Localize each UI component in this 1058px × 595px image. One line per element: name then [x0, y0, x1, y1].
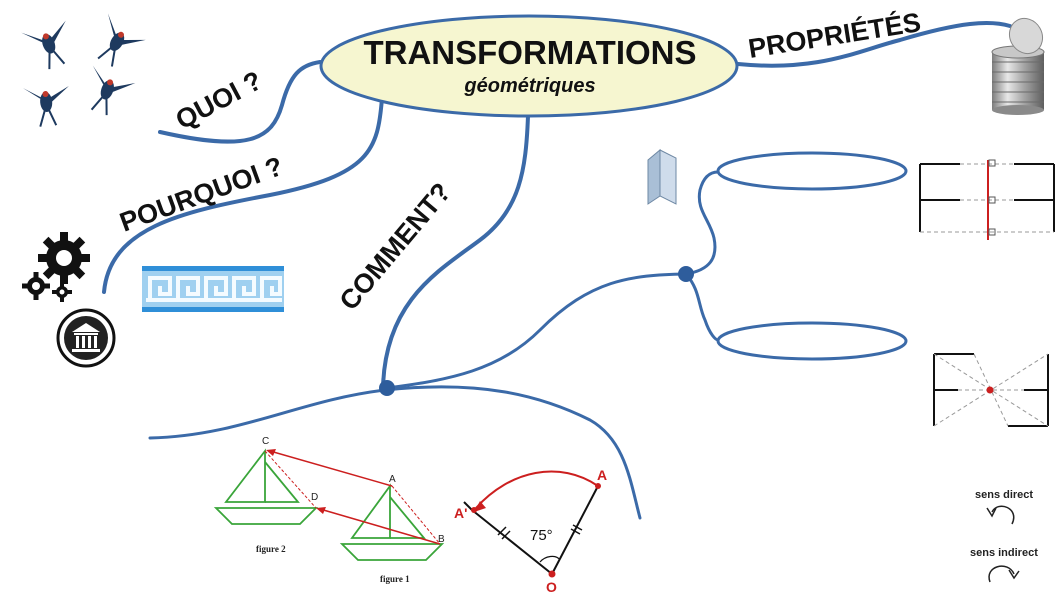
branch-comment-line	[381, 114, 530, 390]
branch-proprietes-line	[736, 21, 1012, 68]
branch-pourquoi-line	[102, 96, 384, 294]
rotation-point-a-prime: A'	[454, 505, 467, 521]
bird-icon	[21, 20, 66, 70]
axial-symmetry-diagram	[919, 159, 1056, 240]
caption-figure-2: figure 2	[256, 544, 286, 554]
point-label-a: A	[389, 474, 396, 485]
bird-icon	[97, 13, 146, 67]
bird-icon	[90, 65, 136, 116]
fork-node-dot	[678, 266, 694, 282]
branch-label-proprietes: PROPRIÉTÉS	[746, 6, 923, 64]
boat-figure-2	[213, 448, 319, 525]
branch-label-quoi: QUOI ?	[171, 65, 267, 135]
lower-arc-line	[148, 385, 642, 520]
tin-can-image	[991, 17, 1045, 115]
branch-lines	[102, 21, 1012, 390]
point-label-c: C	[262, 436, 269, 447]
central-ellipse	[319, 14, 739, 118]
swallows-illustration	[21, 13, 146, 127]
point-label-b: B	[438, 534, 445, 545]
museum-icon	[56, 308, 116, 368]
branch-label-comment: COMMENT?	[334, 177, 457, 316]
blank-ellipse-top	[716, 151, 908, 191]
branch-label-pourquoi: POURQUOI ?	[116, 151, 287, 238]
rotation-center-o: O	[546, 579, 557, 595]
translation-figure: C A D B figure 2 figure 1	[213, 436, 445, 584]
caption-figure-1: figure 1	[380, 574, 410, 584]
rotation-point-a: A	[597, 467, 607, 483]
bird-icon	[22, 85, 69, 127]
branch-quoi-line	[158, 60, 322, 144]
right-branch-line	[385, 272, 688, 390]
blank-ellipse-bottom	[716, 321, 908, 361]
sens-indirect-label: sens indirect	[970, 547, 1038, 559]
comment-subbranches	[148, 170, 720, 520]
central-subtitle: géométriques	[463, 75, 595, 97]
point-label-d: D	[311, 492, 318, 503]
clockwise-arrow-icon	[988, 565, 1020, 583]
central-title: TRANSFORMATIONS	[363, 34, 696, 71]
boat-figure-1	[339, 483, 445, 561]
orientation-legend: sens direct sens indirect	[970, 489, 1038, 583]
greek-frieze-image	[142, 266, 284, 312]
sens-direct-label: sens direct	[975, 489, 1033, 501]
rotation-figure: A A' 75° O	[454, 467, 607, 595]
counterclockwise-arrow-icon	[986, 505, 1015, 525]
central-symmetry-diagram	[933, 353, 1049, 427]
fork-down-line	[684, 272, 720, 342]
comment-node-dot	[379, 380, 395, 396]
rotation-angle-label: 75°	[530, 527, 553, 544]
fork-up-line	[684, 170, 720, 276]
folded-paper-image	[647, 148, 677, 205]
gears-icon	[22, 232, 90, 302]
